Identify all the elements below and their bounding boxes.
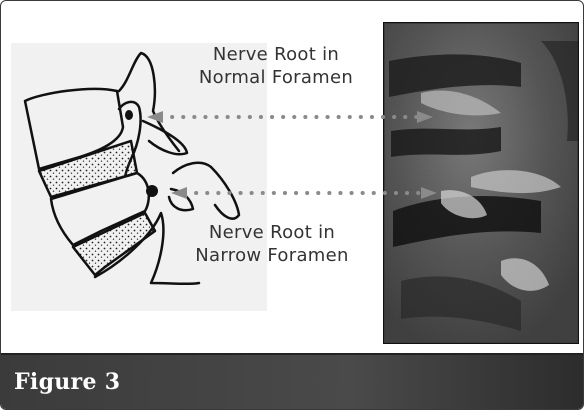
nerve-root-normal: [125, 110, 133, 120]
label-normal-line-1: Nerve Root in: [181, 43, 371, 66]
label-normal-foramen: Nerve Root in Normal Foramen: [181, 43, 371, 89]
label-narrow-line-1: Nerve Root in: [177, 221, 367, 244]
label-narrow-line-2: Narrow Foramen: [177, 244, 367, 267]
nerve-root-narrow: [146, 185, 158, 197]
label-narrow-foramen: Nerve Root in Narrow Foramen: [177, 221, 367, 267]
mri-image: [384, 23, 578, 343]
caption-bar: Figure 3: [1, 353, 584, 410]
figure-caption: Figure 3: [14, 369, 120, 395]
label-normal-line-2: Normal Foramen: [181, 66, 371, 89]
